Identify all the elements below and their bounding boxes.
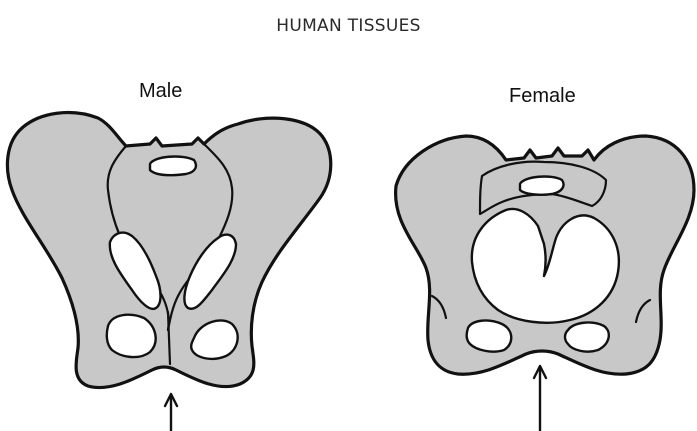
male-sacral-promontory — [150, 157, 196, 176]
female-right-foramen — [565, 323, 609, 352]
male-left-foramen — [107, 315, 156, 357]
female-pubic-arch-arrow — [534, 366, 546, 431]
female-sacral-promontory — [520, 177, 564, 195]
female-left-foramen — [467, 321, 512, 352]
male-pelvis-figure — [7, 113, 330, 388]
female-pelvis-figure — [396, 136, 694, 374]
male-pubic-arch-arrow — [165, 394, 177, 431]
